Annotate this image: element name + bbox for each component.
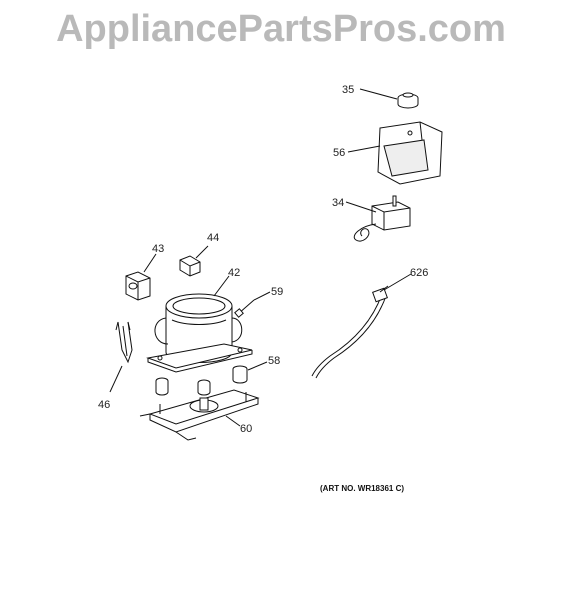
part-60-base	[139, 389, 260, 441]
leader-44	[195, 245, 209, 259]
part-34-relay	[353, 195, 411, 242]
leader-43	[143, 253, 157, 273]
art-number-label: (ART NO. WR18361 C)	[320, 484, 405, 493]
callout-35: 35	[342, 84, 354, 96]
callout-60: 60	[240, 423, 252, 435]
leader-59	[253, 291, 271, 301]
site-watermark: AppliancePartsPros.com	[56, 8, 506, 50]
part-43-overload	[125, 271, 151, 301]
leader-56	[347, 145, 381, 153]
callout-59: 59	[271, 286, 283, 298]
callout-58: 58	[268, 355, 280, 367]
callout-626: 626	[410, 267, 428, 279]
compressor-mounting-plate	[146, 343, 253, 373]
part-59-screw	[234, 299, 255, 318]
leader-34	[345, 201, 377, 213]
callout-56: 56	[333, 147, 345, 159]
leader-626	[383, 273, 412, 291]
callout-44: 44	[207, 232, 219, 244]
callout-43: 43	[152, 243, 164, 255]
part-56-cover	[377, 121, 443, 185]
part-626-cord	[311, 285, 389, 379]
callout-42: 42	[228, 267, 240, 279]
part-46-probe	[115, 321, 133, 364]
leader-60	[225, 415, 241, 427]
leader-46	[109, 365, 123, 393]
callout-46: 46	[98, 399, 110, 411]
part-44-clip	[179, 255, 201, 277]
part-35-grommet	[397, 92, 419, 109]
leader-35	[359, 88, 398, 100]
leader-42	[213, 275, 230, 297]
part-58-grommets	[155, 365, 248, 396]
leader-58	[247, 361, 268, 371]
callout-34: 34	[332, 197, 344, 209]
